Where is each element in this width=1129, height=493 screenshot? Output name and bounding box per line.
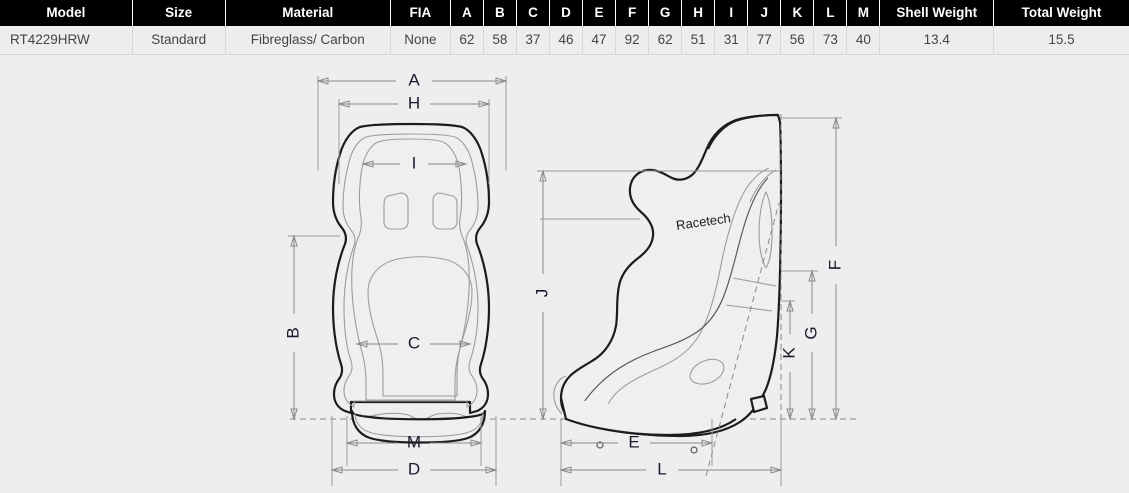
side-mounting-hole-left [596, 441, 604, 449]
column-header-c: C [515, 0, 550, 26]
dimension-label-e: E [628, 432, 639, 451]
column-header-shell-weight: Shell Weight [879, 0, 995, 26]
table-header-row: Model Size Material FIA A B C D E F G H … [0, 0, 1129, 26]
cell-material: Fibreglass/ Carbon [224, 26, 391, 55]
column-header-h: H [681, 0, 716, 26]
side-panel-line-lower [725, 304, 773, 312]
dimension-label-i: I [412, 153, 417, 172]
dimension-label-a: A [408, 70, 420, 89]
column-header-material: Material [224, 0, 391, 26]
cell-size: Standard [131, 26, 226, 55]
dimension-a: A [316, 70, 508, 171]
side-front-edge-curl [553, 375, 567, 415]
dimension-label-g: G [801, 326, 820, 339]
side-mounting-hole-right [690, 446, 698, 454]
dimension-m: M [345, 416, 483, 466]
column-header-g: G [648, 0, 683, 26]
dimension-label-m: M [407, 432, 421, 451]
cell-f: 92 [615, 26, 650, 55]
dimension-h: H [337, 93, 491, 184]
dimension-b: B [283, 234, 340, 421]
cell-k: 56 [780, 26, 815, 55]
side-shell-outline [559, 113, 783, 438]
cell-a: 62 [449, 26, 484, 55]
front-seat-pan-contour [367, 256, 473, 397]
column-header-total-weight: Total Weight [993, 0, 1129, 26]
column-header-j: J [747, 0, 782, 26]
cell-e: 47 [582, 26, 617, 55]
dimension-k: K [779, 299, 798, 421]
side-backrest-angle-line [705, 202, 780, 477]
dimension-g: G [781, 269, 820, 421]
dimension-l: L [559, 419, 783, 486]
column-header-i: I [714, 0, 749, 26]
front-view-group: A H I B [283, 70, 508, 486]
column-header-a: A [449, 0, 484, 26]
side-shoulder-slot [758, 191, 773, 269]
side-view-group: J F G K [532, 113, 844, 486]
table-row: RT4229HRW Standard Fibreglass/ Carbon No… [0, 26, 1129, 55]
dimension-label-h: H [408, 93, 420, 112]
side-lumbar-pocket [689, 358, 725, 385]
dimension-label-f: F [825, 260, 844, 270]
cell-c: 37 [515, 26, 550, 55]
dimension-label-j: J [532, 289, 551, 298]
side-headrest-inner-line [749, 169, 777, 203]
dimension-d: D [330, 416, 498, 486]
dimension-label-l: L [657, 459, 666, 478]
front-base-plinth [350, 409, 487, 444]
cell-g: 62 [648, 26, 683, 55]
dimension-label-c: C [408, 333, 420, 352]
dimension-i: I [361, 153, 468, 172]
dimension-c: C [355, 333, 472, 352]
cell-l: 73 [813, 26, 848, 55]
cell-m: 40 [846, 26, 881, 55]
column-header-f: F [615, 0, 650, 26]
cell-total-weight: 15.5 [993, 26, 1129, 55]
side-shell-inner-contour [604, 167, 770, 414]
cell-shell-weight: 13.4 [879, 26, 995, 55]
front-belt-slot-right [432, 192, 458, 230]
column-header-size: Size [131, 0, 226, 26]
specification-table: Model Size Material FIA A B C D E F G H … [0, 0, 1129, 55]
side-panel-line-upper [732, 277, 777, 287]
cell-b: 58 [482, 26, 517, 55]
dimension-label-b: B [283, 327, 302, 338]
side-base-edge [559, 397, 737, 437]
front-backrest-panel [351, 138, 470, 401]
cell-i: 31 [714, 26, 749, 55]
column-header-b: B [482, 0, 517, 26]
column-header-e: E [582, 0, 617, 26]
cell-fia: None [389, 26, 451, 55]
dimension-j: J [532, 169, 781, 421]
dimension-f: F [781, 116, 844, 421]
front-base-plinth-inner [354, 412, 484, 438]
column-header-l: L [813, 0, 848, 26]
column-header-d: D [548, 0, 584, 26]
front-shell-inner-contour [342, 133, 479, 408]
dimension-label-k: K [779, 347, 798, 359]
cell-d: 46 [548, 26, 584, 55]
side-headrest [706, 113, 779, 150]
column-header-k: K [780, 0, 815, 26]
cell-h: 51 [681, 26, 716, 55]
dimension-label-d: D [408, 459, 420, 478]
front-belt-slot-left [383, 192, 409, 230]
column-header-fia: FIA [389, 0, 451, 26]
side-bracket-tab [749, 394, 769, 414]
cell-j: 77 [747, 26, 782, 55]
front-shell-outline [331, 122, 491, 415]
side-seat-cushion-line [571, 177, 769, 422]
seat-dimension-diagram: A H I B [0, 56, 1129, 493]
column-header-model: Model [0, 0, 133, 26]
cell-model: RT4229HRW [0, 26, 133, 55]
column-header-m: M [846, 0, 881, 26]
